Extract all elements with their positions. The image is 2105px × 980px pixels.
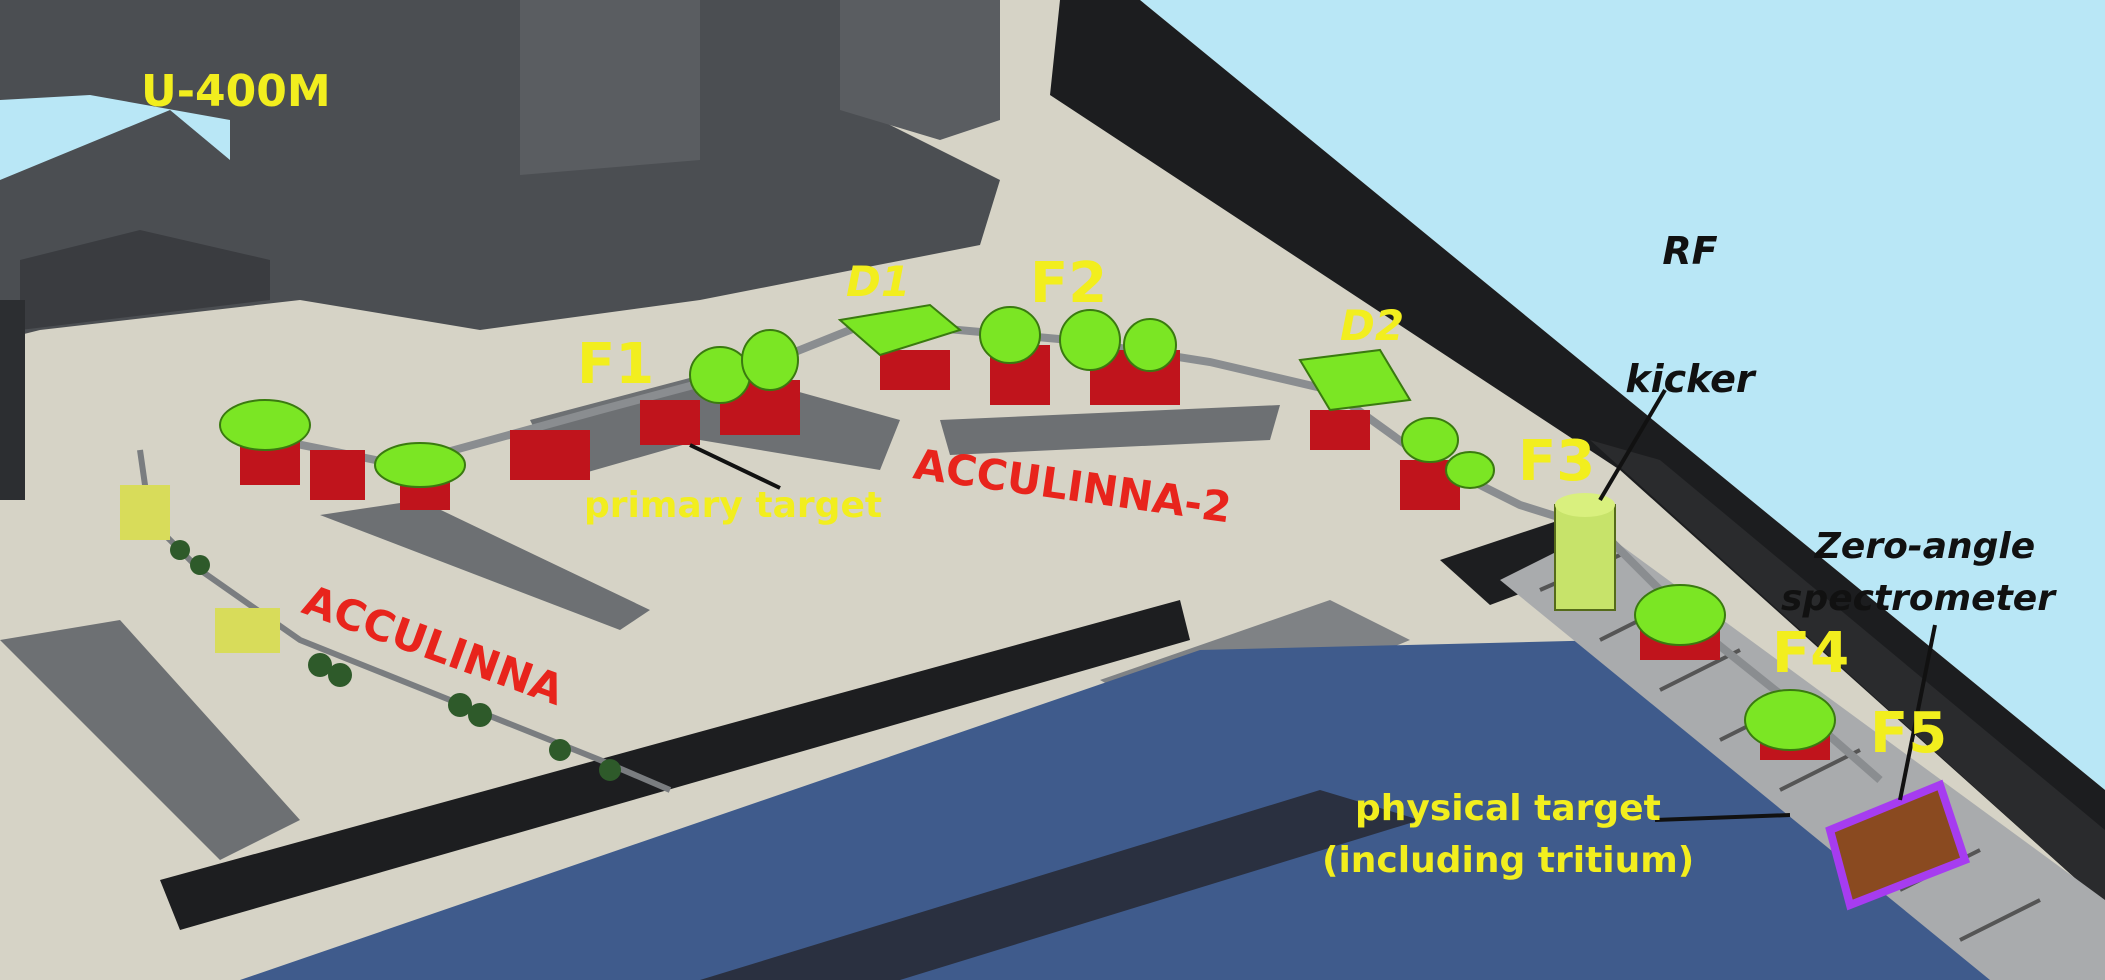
label-rf-kicker-1: RF [1662, 229, 1717, 273]
tower-block [520, 0, 700, 175]
left-edge-wall [0, 300, 25, 500]
label-physical-target-1: physical target [1355, 788, 1661, 829]
label-f3: F3 [1518, 429, 1595, 494]
label-d2: D2 [1340, 301, 1404, 350]
label-f2: F2 [1030, 251, 1107, 316]
label-zero-angle-1: Zero-angle [1814, 526, 2035, 567]
floor-block [530, 370, 900, 480]
pointer-lines [689, 388, 1937, 822]
label-rf-kicker-2: kicker [1625, 357, 1757, 401]
floor-ramp [320, 500, 650, 630]
rf-kicker-cylinder [1554, 504, 1616, 611]
tower-block-right [840, 0, 1000, 140]
rf-kicker-top [1555, 493, 1615, 517]
lower-hall-shadow [700, 790, 1420, 980]
label-f5: F5 [1870, 701, 1947, 766]
magnets [219, 303, 1836, 751]
label-physical-target-2: (including tritium) [1322, 840, 1694, 881]
label-f1: F1 [577, 332, 654, 397]
main-building [0, 0, 1000, 340]
floor-block-2 [940, 405, 1280, 455]
sky-gap [0, 95, 230, 180]
building-block [20, 230, 270, 330]
bottom-wall [160, 600, 1190, 930]
right-wall-inner [1590, 440, 2105, 905]
label-primary-target: primary target [584, 485, 882, 526]
lower-hall [240, 640, 2105, 980]
label-u400m: U-400M [141, 66, 331, 117]
right-wall [1050, 0, 2105, 905]
label-d1: D1 [846, 257, 910, 306]
label-zero-angle-2: spectrometer [1781, 578, 2057, 619]
acculinna-line [120, 449, 672, 793]
label-f4: F4 [1772, 621, 1849, 686]
floor-block-left [0, 620, 300, 860]
zero-angle-spectrometer [1825, 779, 1970, 911]
